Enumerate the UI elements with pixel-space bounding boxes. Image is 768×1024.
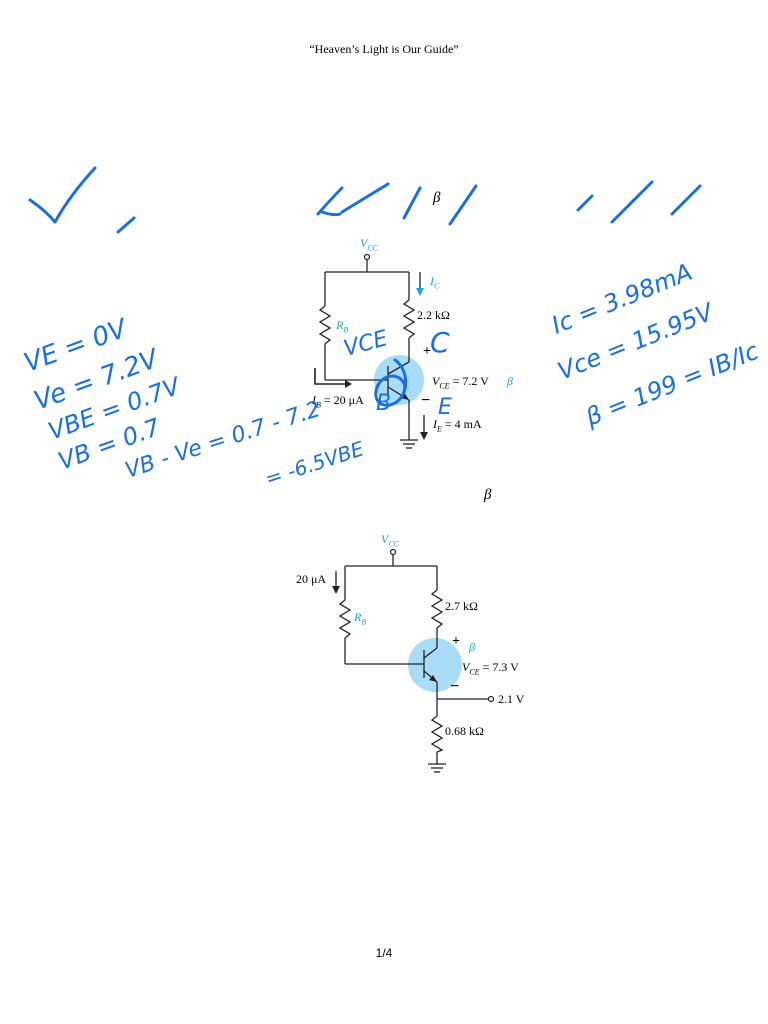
c2-ib-label: 20 μA <box>296 572 327 586</box>
c1-vce-label: VCE = 7.2 V <box>432 374 489 391</box>
c1-ie-label: IE = 4 mA <box>433 417 482 434</box>
c1-minus: − <box>421 392 431 409</box>
c2-vcc-label: VCC <box>381 532 400 549</box>
c1-rc-label: 2.2 kΩ <box>417 308 450 322</box>
c2-rc-label: 2.7 kΩ <box>445 599 478 613</box>
c1-vcc-label: VCC <box>360 236 379 253</box>
c1-plus: + <box>423 344 431 359</box>
c2-plus: + <box>452 634 460 649</box>
motto-header: “Heaven’s Light is Our Guide” <box>309 42 459 56</box>
c1-beta-label: β <box>507 374 513 388</box>
c2-re-label: 0.68 kΩ <box>445 724 484 738</box>
c2-minus: − <box>450 678 460 695</box>
c2-ve-label: 2.1 V <box>498 692 525 706</box>
beta-symbol-2: β <box>484 487 492 503</box>
c2-rb-label: RB <box>354 610 367 627</box>
c1-rb-label: RB <box>336 318 349 335</box>
page-indicator: 1/4 <box>375 946 393 960</box>
c2-beta-label: β <box>469 640 475 654</box>
c2-vce-label: VCE = 7.3 V <box>462 660 519 677</box>
c1-ic-label: IC <box>430 274 440 291</box>
beta-symbol-1: β <box>433 190 441 206</box>
c1-ib-label: IB = 20 μA <box>312 393 364 410</box>
